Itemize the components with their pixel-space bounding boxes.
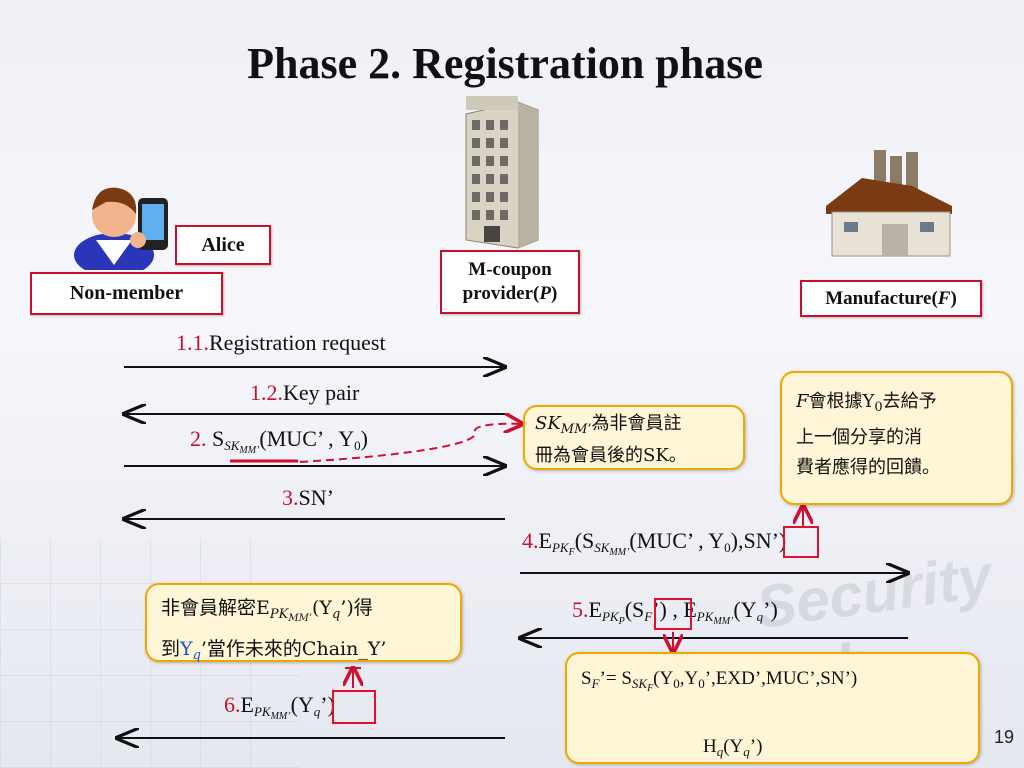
f-note: F會根據Y0去給予 上一個分享的消 費者應得的回饋。 — [780, 371, 1013, 505]
sf-highlight — [654, 598, 692, 630]
yq-highlight — [332, 690, 376, 724]
provider-label-line2: provider(P) — [462, 283, 558, 304]
message-2: 2. SSKMM’(MUC’ , Y0) — [190, 426, 368, 456]
page-number: 19 — [993, 727, 1014, 747]
message-1-2: 1.2.Key pair — [250, 380, 360, 405]
building-icon — [465, 96, 539, 249]
dashed-connector — [299, 424, 522, 463]
person-phone-icon — [74, 187, 168, 270]
message-6: 6.EPKMM’(Yq’) — [224, 692, 335, 722]
y0-highlight — [783, 526, 819, 558]
decrypt-note: 非會員解密EPKMM’(Yq’)得 到Yq’當作未來的Chain_Y’ — [145, 583, 462, 663]
sk-note: SKMM’為非會員註 冊為會員後的SK。 — [523, 405, 745, 470]
provider-label-line1: M-coupon — [468, 259, 552, 280]
provider-label: M-coupon provider(P) — [440, 250, 580, 314]
manufacture-label: Manufacture(F) — [800, 280, 982, 317]
message-1-1: 1.1.Registration request — [176, 330, 386, 355]
sf-note: SF’= SSKF(Y0,Y0’,EXD’,MUC’,SN’) Hq(Yq’) — [565, 652, 980, 764]
alice-label: Alice — [175, 225, 271, 265]
message-4: 4.EPKF(SSKMM’(MUC’ , Y0),SN’) — [522, 528, 787, 558]
message-5: 5.EPKP(SF’) , EPKMM’(Yq’) — [572, 597, 778, 627]
slide-title: Phase 2. Registration phase — [247, 39, 763, 88]
non-member-label: Non-member — [30, 272, 223, 315]
message-3: 3.SN’ — [282, 485, 334, 510]
factory-icon — [826, 150, 952, 257]
